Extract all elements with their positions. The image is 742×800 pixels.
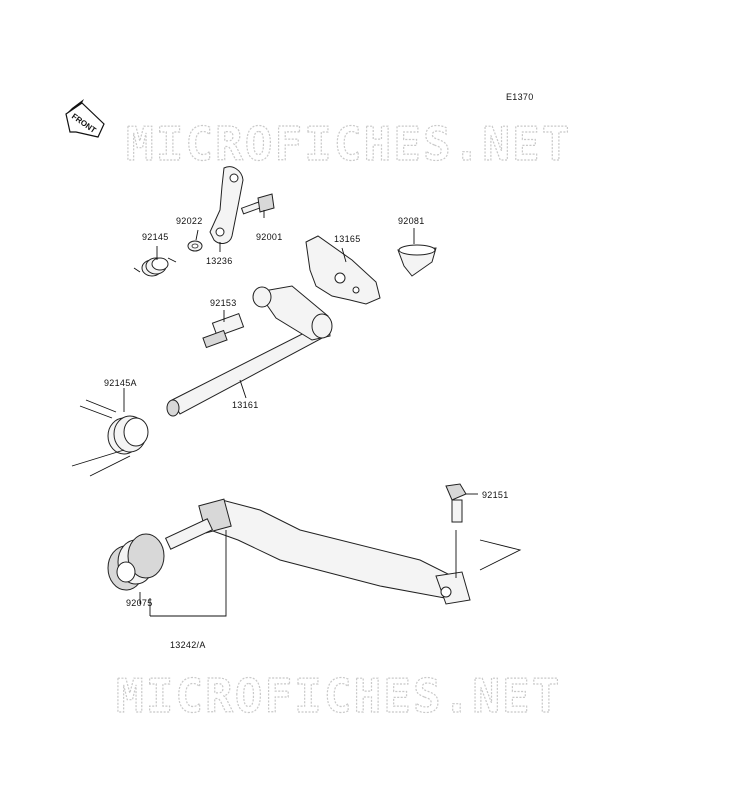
watermark-top: MICROFICHES.NET (126, 117, 571, 171)
arm-13236 (209, 166, 244, 244)
spring-92145A (71, 399, 149, 477)
label-13242A: 13242/A (170, 640, 206, 650)
plate-13165 (305, 235, 381, 305)
diagram-code: E1370 (506, 92, 534, 102)
shift-pedal (164, 498, 471, 605)
label-92001: 92001 (256, 232, 283, 242)
watermark-bottom: MICROFICHES.NET (116, 669, 561, 723)
bolt-92151 (445, 483, 467, 523)
front-arrow-icon: FRONT (65, 99, 105, 138)
label-92022: 92022 (176, 216, 203, 226)
label-92151: 92151 (482, 490, 509, 500)
shaft-13161 (166, 285, 333, 417)
label-13165: 13165 (334, 234, 361, 244)
pin-92153 (202, 312, 245, 349)
label-13236: 13236 (206, 256, 233, 266)
spring-92145 (133, 257, 177, 277)
label-92145: 92145 (142, 232, 169, 242)
leader-lines (123, 210, 522, 617)
rubber-92075 (107, 533, 165, 591)
label-13161: 13161 (232, 400, 259, 410)
bolt-92001 (240, 193, 275, 215)
label-92153: 92153 (210, 298, 237, 308)
label-92075: 92075 (126, 598, 153, 608)
label-92081: 92081 (398, 216, 425, 226)
clip-92081 (397, 244, 437, 277)
label-92145A: 92145A (104, 378, 137, 388)
